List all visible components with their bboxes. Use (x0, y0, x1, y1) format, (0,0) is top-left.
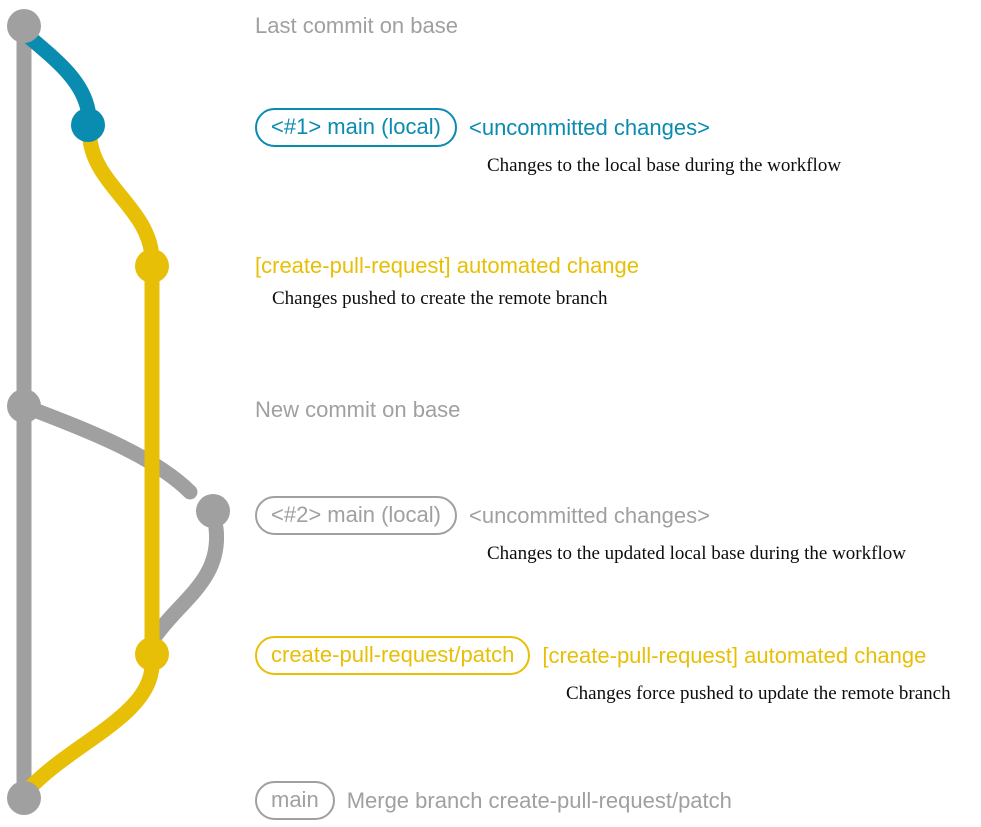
commit-subject-local-1: <uncommitted changes> (468, 114, 710, 140)
commit-description-local-2: Changes to the updated local base during… (487, 543, 906, 564)
node-merge[interactable] (7, 781, 41, 815)
node-base-new[interactable] (7, 389, 41, 423)
node-patch-2[interactable] (135, 637, 169, 671)
row-automated-change-2: create-pull-request/patch [create-pull-re… (255, 636, 951, 705)
commit-subject-local-2: <uncommitted changes> (468, 502, 710, 528)
headline-new-commit-on-base: New commit on base (255, 397, 461, 422)
row-merge-commit: main Merge branch create-pull-request/pat… (255, 781, 732, 820)
commit-description-automated-change-2: Changes force pushed to update the remot… (566, 683, 951, 704)
edge-base-to-local2 (16, 398, 198, 500)
commit-subject-automated-change-2: [create-pull-request] automated change (542, 642, 927, 668)
row-new-commit-on-base: New commit on base (255, 397, 460, 423)
commit-description-automated-change-1: Changes pushed to create the remote bran… (272, 288, 608, 309)
commit-description-local-1: Changes to the local base during the wor… (487, 155, 842, 176)
row-last-commit-on-base: Last commit on base (255, 13, 458, 39)
row-local-2: <#2> main (local) <uncommitted changes> C… (255, 496, 906, 565)
edge-patch2-to-merge (20, 658, 160, 798)
node-patch-1[interactable] (135, 249, 169, 283)
node-base-last[interactable] (7, 9, 41, 43)
branch-pill-local-2[interactable]: <#2> main (local) (255, 496, 457, 535)
row-local-1: <#1> main (local) <uncommitted changes> C… (255, 108, 841, 177)
node-local-2[interactable] (196, 494, 230, 528)
headline-last-commit-on-base: Last commit on base (255, 13, 458, 38)
headline-automated-change-1: [create-pull-request] automated change (255, 253, 640, 278)
branch-pill-patch[interactable]: create-pull-request/patch (255, 636, 531, 675)
edge-base-to-local1 (20, 28, 96, 118)
row-automated-change-1: [create-pull-request] automated change C… (255, 253, 639, 310)
node-local-1[interactable] (71, 108, 105, 142)
edge-local1-to-patch1 (82, 132, 160, 266)
branch-pill-local-1[interactable]: <#1> main (local) (255, 108, 457, 147)
edge-local2-to-patch2 (146, 520, 225, 646)
commit-subject-merge: Merge branch create-pull-request/patch (346, 787, 732, 813)
branch-pill-main[interactable]: main (255, 781, 335, 820)
